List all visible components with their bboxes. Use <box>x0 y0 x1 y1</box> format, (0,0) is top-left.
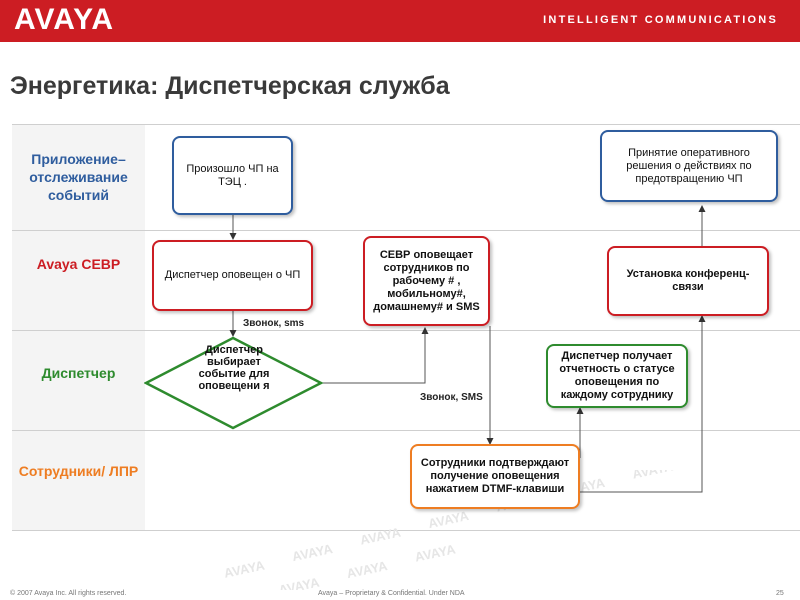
lane-divider <box>12 230 800 231</box>
node-dispatcher-notified: Диспетчер оповещен о ЧП <box>152 240 313 311</box>
footer-page-number: 25 <box>776 590 784 597</box>
node-dispatcher-selects-diamond <box>144 336 324 430</box>
node-conference-setup: Установка конференц-связи <box>607 246 769 316</box>
lane-divider <box>12 430 800 431</box>
header-tagline: INTELLIGENT COMMUNICATIONS <box>543 14 778 26</box>
lane-label-column <box>12 125 145 530</box>
arrow-decision-to-sevr <box>322 327 429 384</box>
node-dispatcher-selects-label: Диспетчер выбирает событие для оповещени… <box>198 344 270 392</box>
node-decision-accept: Принятие оперативного решения о действия… <box>600 130 778 202</box>
node-event-occurred: Произошло ЧП на ТЭЦ . <box>172 136 293 215</box>
footer-confidential: Avaya – Proprietary & Confidential. Unde… <box>318 590 465 597</box>
lane-label-dispatcher: Диспетчер <box>41 365 116 381</box>
node-dispatcher-report: Диспетчер получает отчетность о статусе … <box>546 344 688 408</box>
arrow-staff-to-conference <box>580 315 706 493</box>
lane-divider <box>12 530 800 531</box>
edge-label-call-sms-upper: Звонок, SMS <box>420 392 483 403</box>
lane-label-staff: Сотрудники/ ЛПР <box>18 463 139 479</box>
table-top-border <box>12 124 800 125</box>
footer-copyright: © 2007 Avaya Inc. All rights reserved. <box>10 590 127 597</box>
lane-divider <box>12 330 800 331</box>
page-title: Энергетика: Диспетчерская служба <box>10 72 450 100</box>
node-staff-confirm: Сотрудники подтверждают получение оповещ… <box>410 444 580 509</box>
avaya-logo: AVAYA <box>14 3 115 36</box>
header-bar: AVAYA INTELLIGENT COMMUNICATIONS <box>0 0 800 42</box>
node-sevr-notifies: СЕВР оповещает сотрудников по рабочему #… <box>363 236 490 326</box>
lane-label-avaya-sevr: Avaya СЕВР <box>36 256 121 272</box>
lane-label-app-monitoring: Приложение– отслеживание событий <box>29 151 128 203</box>
edge-label-call-sms-lower: Звонок, sms <box>243 318 305 329</box>
